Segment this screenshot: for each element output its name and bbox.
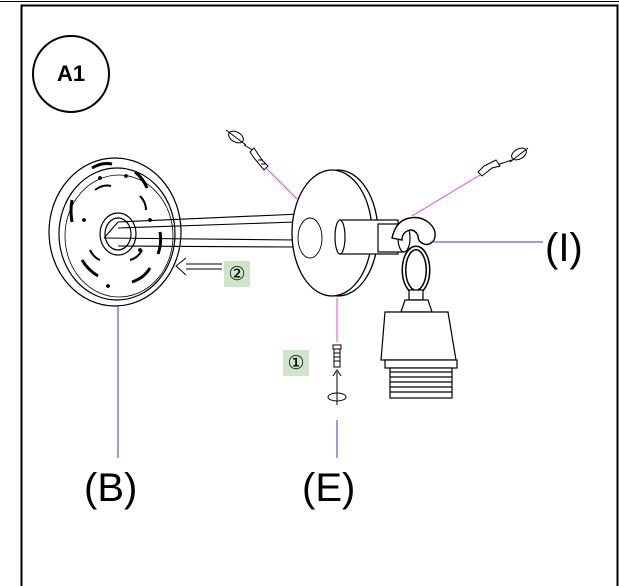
screw-top-left	[225, 129, 269, 171]
arrow-step-2	[175, 257, 222, 276]
step-2-label: ②	[224, 261, 250, 287]
frame-border	[20, 4, 619, 586]
crossbar	[103, 213, 301, 248]
ceiling-plate	[48, 157, 182, 307]
screw-bottom	[327, 344, 347, 405]
screw-guide-lines	[265, 167, 481, 342]
part-label-e: (E)	[302, 466, 356, 510]
step-1-label: ①	[283, 350, 309, 376]
hook-loop	[391, 216, 436, 301]
label-leader-lines	[117, 241, 543, 458]
lamp-socket	[380, 299, 458, 399]
part-label-i: (I)	[545, 226, 583, 270]
part-label-b: (B)	[84, 466, 138, 510]
step-badge: A1	[32, 35, 110, 113]
screw-top-right	[477, 147, 529, 177]
